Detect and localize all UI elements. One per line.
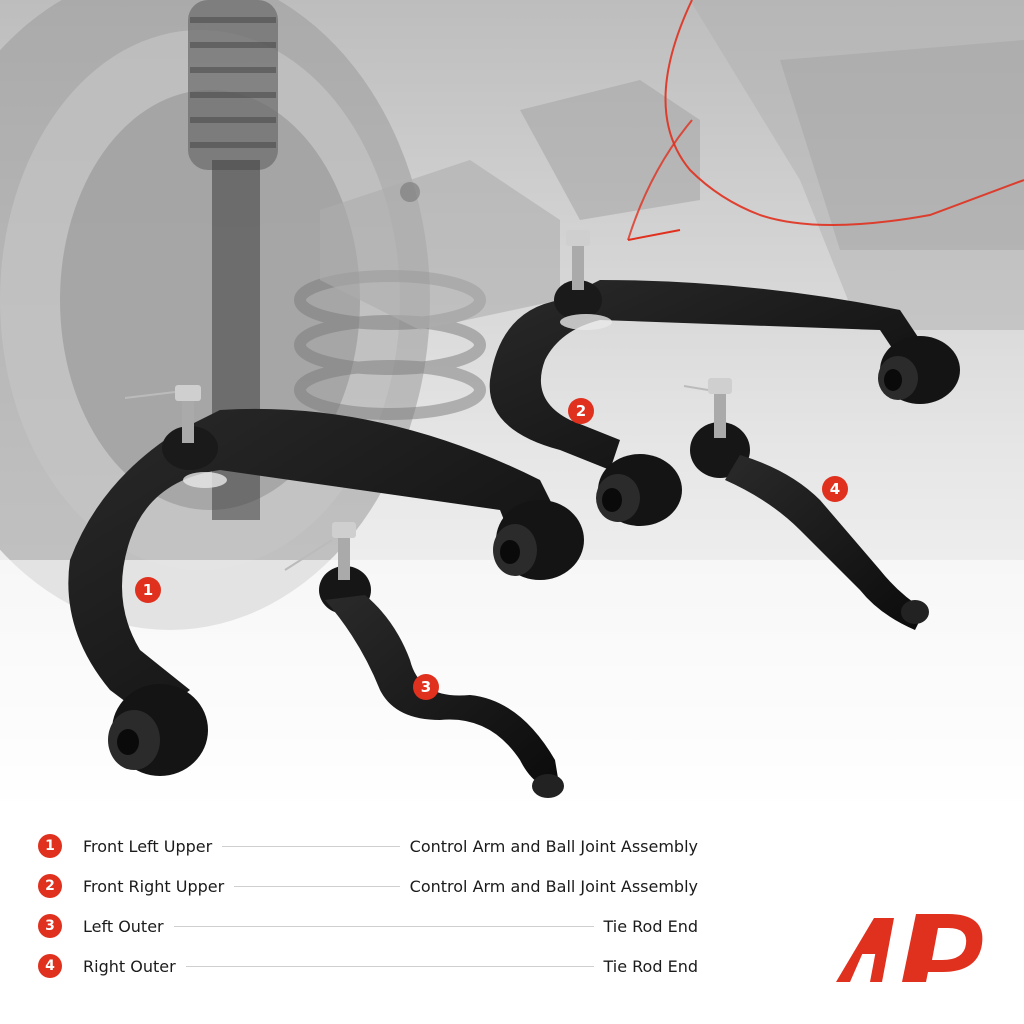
right-outer-tie-rod-end — [683, 378, 929, 630]
parts-legend: 1 Front Left Upper Control Arm and Ball … — [38, 826, 698, 986]
legend-row: 3 Left Outer Tie Rod End — [38, 906, 698, 946]
legend-part-name: Left Outer — [83, 916, 164, 936]
callout-badge-4: 4 — [822, 476, 848, 502]
callout-badge-2: 2 — [568, 398, 594, 424]
legend-divider — [173, 925, 594, 927]
legend-part-description: Control Arm and Ball Joint Assembly — [409, 876, 698, 896]
product-photo — [0, 0, 1024, 820]
legend-part-name: Front Right Upper — [83, 876, 225, 896]
left-outer-tie-rod-end — [284, 522, 564, 798]
legend-number: 4 — [38, 954, 62, 978]
ap-logo-icon — [836, 914, 983, 982]
legend-row: 2 Front Right Upper Control Arm and Ball… — [38, 866, 698, 906]
front-left-upper-control-arm — [68, 385, 584, 776]
legend-row: 4 Right Outer Tie Rod End — [38, 946, 698, 986]
legend-divider — [222, 845, 400, 847]
legend-number: 2 — [38, 874, 62, 898]
legend-number: 1 — [38, 834, 62, 858]
callout-badge-1: 1 — [135, 577, 161, 603]
legend-divider — [234, 885, 400, 887]
legend-part-description: Tie Rod End — [603, 916, 699, 936]
legend-row: 1 Front Left Upper Control Arm and Ball … — [38, 826, 698, 866]
callout-badge-3: 3 — [413, 674, 439, 700]
legend-part-description: Control Arm and Ball Joint Assembly — [409, 836, 698, 856]
legend-part-name: Front Left Upper — [83, 836, 213, 856]
legend-part-description: Tie Rod End — [603, 956, 699, 976]
front-right-upper-control-arm — [489, 230, 960, 526]
legend-part-name: Right Outer — [83, 956, 176, 976]
legend-divider — [185, 965, 594, 967]
legend-number: 3 — [38, 914, 62, 938]
